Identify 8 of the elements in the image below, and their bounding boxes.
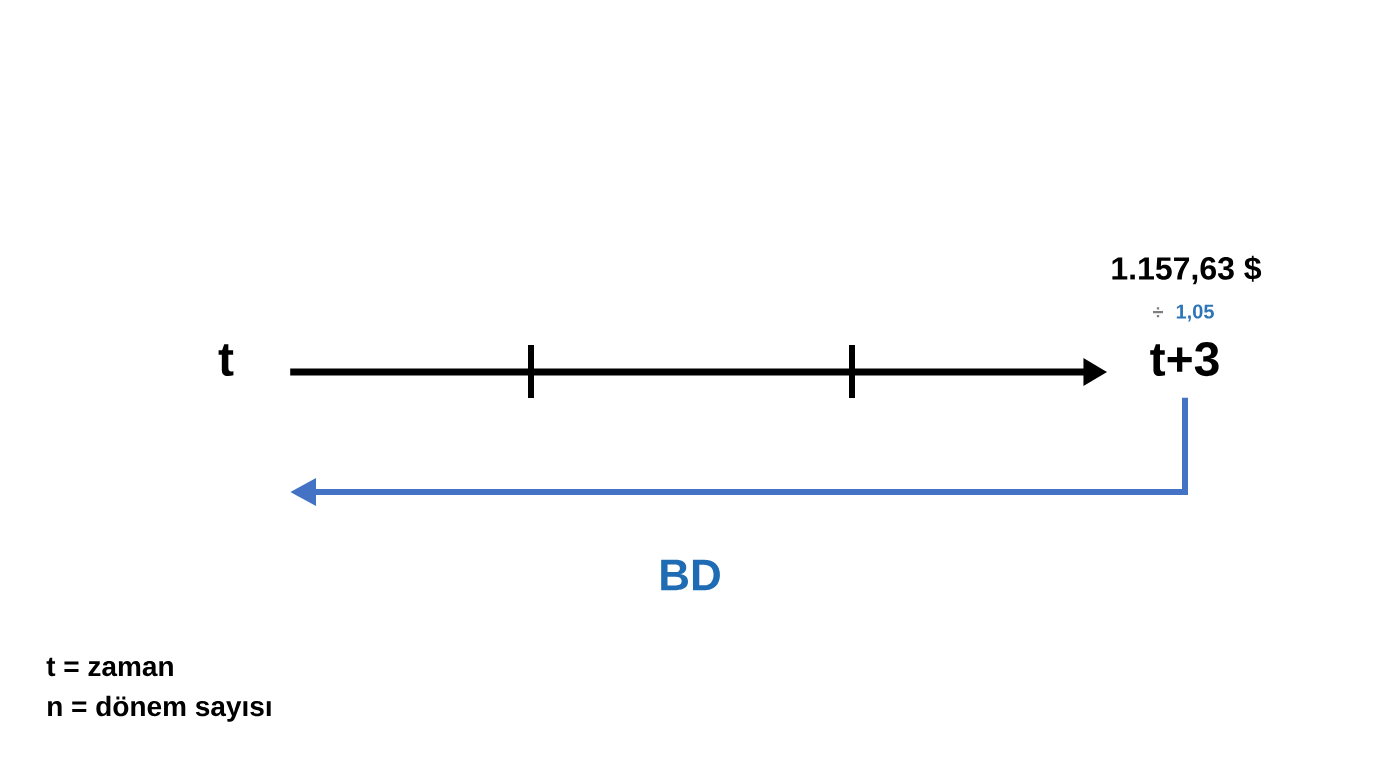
division-sign: ÷ <box>1153 307 1164 318</box>
edge-label: BD <box>656 557 724 593</box>
note-text: n = dönem sayısı <box>48 695 271 722</box>
note-text: t = zaman <box>46 657 173 677</box>
amount-label: 1.157,63 $ <box>1112 255 1262 285</box>
time-label: t+3 <box>1150 342 1219 377</box>
discount-factor: 1,05 <box>1176 304 1214 322</box>
time-label: t <box>218 344 234 376</box>
